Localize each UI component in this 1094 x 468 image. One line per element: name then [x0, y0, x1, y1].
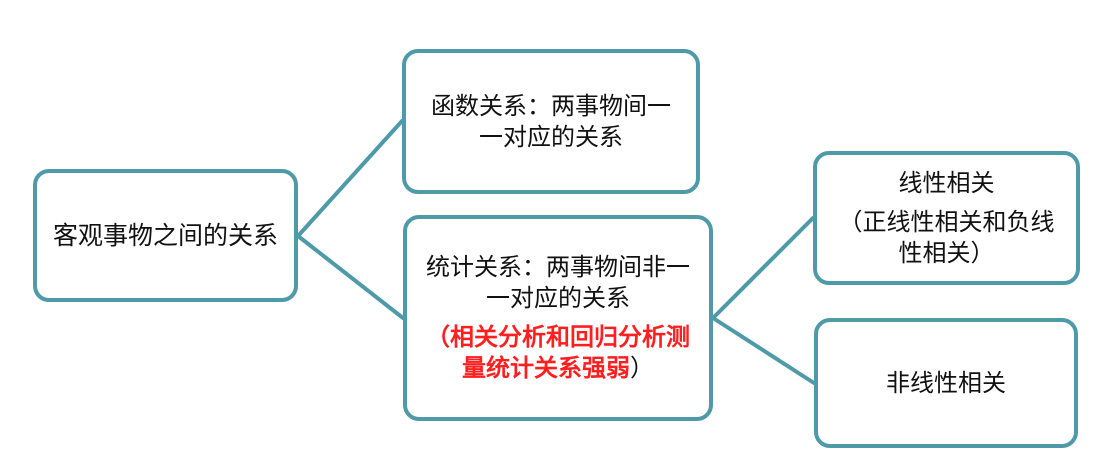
statistical-relation-text: 统计关系：两事物间非一 一对应的关系 — [426, 252, 690, 314]
linear-correlation-detail-line-1: （正线性相关和负线 — [838, 207, 1055, 236]
statistical-relation-note-line-2: 量统计关系强弱 — [462, 354, 630, 382]
root-relation-box: 客观事物之间的关系 — [33, 169, 298, 302]
connector-root-to-statistical — [296, 234, 405, 320]
linear-correlation-detail-line-2: 性相关） — [898, 238, 995, 267]
linear-correlation-box: 线性相关 （正线性相关和负线 性相关） — [813, 151, 1080, 285]
statistical-relation-line-1: 统计关系：两事物间非一 — [426, 253, 690, 281]
statistical-relation-line-2: 一对应的关系 — [486, 284, 630, 312]
nonlinear-correlation-box: 非线性相关 — [814, 318, 1078, 448]
statistical-relation-box: 统计关系：两事物间非一 一对应的关系 （相关分析和回归分析测 量统计关系强弱） — [403, 215, 713, 421]
statistical-relation-note-close: ） — [630, 354, 654, 382]
connector-statistical-to-linear — [711, 216, 815, 320]
statistical-relation-note-line-1: （相关分析和回归分析测 — [426, 323, 690, 351]
functional-relation-box: 函数关系：两事物间一 一对应的关系 — [402, 49, 700, 194]
root-relation-label: 客观事物之间的关系 — [52, 221, 278, 250]
statistical-relation-note: （相关分析和回归分析测 量统计关系强弱） — [426, 322, 690, 384]
functional-relation-line-2: 一对应的关系 — [479, 122, 623, 151]
connector-statistical-to-nonlinear — [711, 316, 816, 385]
connector-root-to-functional — [296, 119, 404, 238]
linear-correlation-detail: （正线性相关和负线 性相关） — [839, 207, 1055, 269]
nonlinear-correlation-label: 非线性相关 — [886, 368, 1006, 397]
functional-relation-text: 函数关系：两事物间一 一对应的关系 — [431, 91, 671, 153]
linear-correlation-title: 线性相关 — [898, 168, 995, 197]
functional-relation-line-1: 函数关系：两事物间一 — [431, 91, 671, 120]
statistical-relation-note-line-2-wrapper: 量统计关系强弱） — [462, 353, 654, 384]
